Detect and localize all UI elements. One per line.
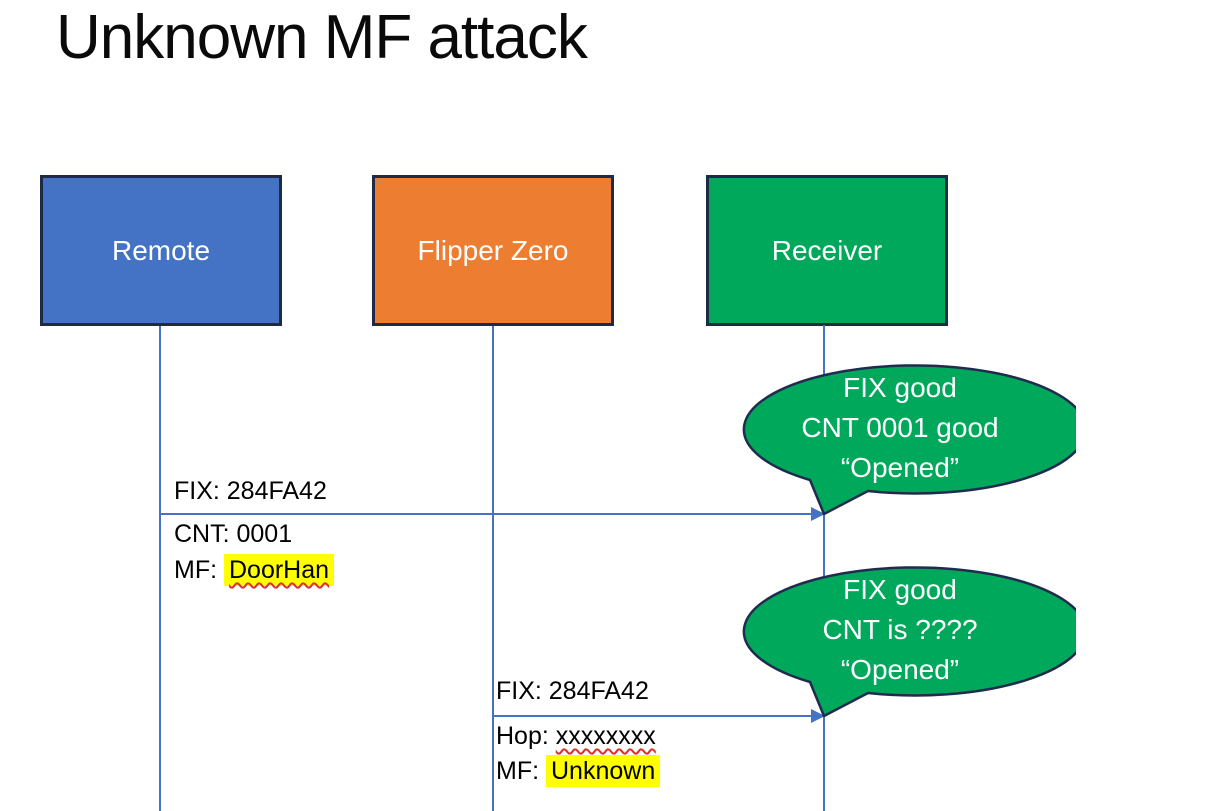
bubble2-line2: CNT is ???? [822,614,978,645]
message2-mf-value-highlighted: Unknown [546,755,661,787]
message1-mf-value-highlighted: DoorHan [224,554,335,586]
lifeline-remote [159,326,161,811]
speech-bubble-shape [742,364,1076,516]
actor-box-flipper-zero: Flipper Zero [372,175,614,326]
message2-hop-label: Hop: [496,722,556,750]
actor-box-remote: Remote [40,175,282,326]
actor-label-remote: Remote [111,234,211,266]
actor-box-receiver: Receiver [706,175,948,326]
message-arrow-remote-to-receiver [160,513,812,515]
message1-cnt-line: CNT: 0001 [174,520,293,548]
bubble1-line2: CNT 0001 good [801,412,999,443]
speech-bubble-shape [742,566,1076,718]
lifeline-flipper-zero [492,326,494,811]
bubble2-line3: “Opened” [840,654,960,685]
lifeline-receiver [823,325,825,811]
message1-fix-line: FIX: 284FA42 [174,477,327,505]
slide-title: Unknown MF attack [56,3,588,72]
message2-mf-line: MF: Unknown [496,755,661,787]
message2-fix-line: FIX: 284FA42 [496,677,649,705]
actor-label-flipper-zero: Flipper Zero [417,234,569,266]
message2-mf-label: MF: [496,757,546,785]
speech-bubble-1-text: FIX good CNT 0001 good “Opened” [728,368,1072,488]
bubble1-line1: FIX good [843,372,957,403]
speech-bubble-2 [742,566,1076,718]
bubble1-line3: “Opened” [840,452,960,483]
actor-label-receiver: Receiver [771,234,883,266]
message1-mf-label: MF: [174,556,224,584]
message-arrow-flipper-to-receiver [493,715,812,717]
message2-hop-value: xxxxxxxx [555,722,656,750]
message2-hop-line: Hop: xxxxxxxx [496,722,656,751]
speech-bubble-1 [742,364,1076,516]
speech-bubble-2-text: FIX good CNT is ???? “Opened” [728,570,1072,690]
message1-mf-line: MF: DoorHan [174,554,335,586]
bubble2-line1: FIX good [843,574,957,605]
